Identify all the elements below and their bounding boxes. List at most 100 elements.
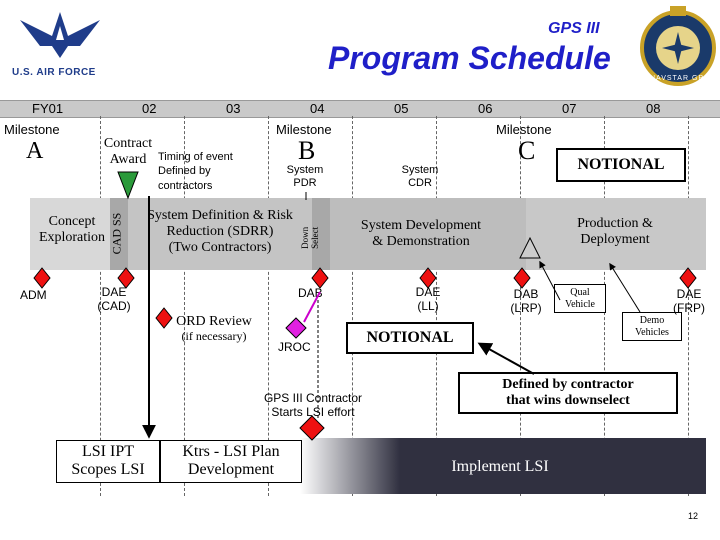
down-select-phase <box>312 198 330 270</box>
page-title: Program Schedule <box>328 40 611 76</box>
ktrs-lsi-plan: Ktrs - LSI Plan Development <box>160 440 302 483</box>
ktrs-line1: Ktrs - LSI Plan <box>182 443 280 460</box>
year-04: 04 <box>310 101 325 116</box>
milestone-b-label: Milestone <box>276 122 332 137</box>
lsi-ipt-line2: Scopes LSI <box>71 461 145 479</box>
qual-arrow <box>539 260 561 301</box>
timing-line2: Defined by <box>158 165 211 178</box>
timing-line3: contractors <box>158 179 213 192</box>
subtitle: GPS III <box>548 20 600 37</box>
contract-award-triangle-icon <box>117 171 139 200</box>
system-cdr: System CDR <box>392 164 448 189</box>
system-pdr-line2: PDR <box>293 176 317 189</box>
milestone-c: C <box>518 136 536 165</box>
grid-line <box>688 116 689 496</box>
lsi-ipt: LSI IPT Scopes LSI <box>56 440 160 483</box>
cad-ss-phase <box>110 198 128 270</box>
ord-line1: ORD Review <box>176 314 252 329</box>
ord-diamond-icon <box>155 307 173 329</box>
dae-cad-line2: (CAD) <box>97 298 131 313</box>
gps-contractor-line2: Starts LSI effort <box>271 404 355 419</box>
jroc-to-dab-arrow <box>303 291 321 323</box>
demo-line2: Vehicles <box>635 326 669 338</box>
concept-exploration-phase <box>30 198 110 270</box>
lsi-start-diamond-icon <box>299 415 325 441</box>
qual-line2: Vehicle <box>565 298 595 310</box>
timing-note: Timing of event Defined by contractors <box>158 150 233 193</box>
jroc: JROC <box>278 340 311 354</box>
adm-diamond-icon <box>33 267 51 289</box>
sdrr-line3: (Two Contractors) <box>168 240 272 256</box>
defined-by-contractor-box: Defined by contractor that wins downsele… <box>458 372 678 415</box>
dab-diamond-icon <box>311 267 329 289</box>
concept-line2: Exploration <box>38 230 106 246</box>
adm: ADM <box>20 288 47 302</box>
lsi-ipt-line1: LSI IPT <box>82 443 134 460</box>
contract-award-line2: Award <box>109 152 147 168</box>
gps-contractor-note: GPS III Contractor Starts LSI effort <box>240 391 386 420</box>
sdrr-line1: System Definition & Risk <box>147 208 293 223</box>
notional-mid-box: NOTIONAL <box>346 322 474 354</box>
system-pdr: System PDR <box>278 164 332 189</box>
gps-patch-icon <box>640 6 716 86</box>
concept-label: Concept Exploration <box>30 214 114 246</box>
sdrr-label: System Definition & Risk Reduction (SDRR… <box>128 208 312 256</box>
gps-contractor-line1: GPS III Contractor <box>263 391 363 405</box>
dae-cad-line1: DAE <box>101 285 127 299</box>
sdrr-phase <box>128 198 312 270</box>
demo-arrow <box>609 262 641 313</box>
ord-review: ORD Review (if necessary) <box>164 314 264 344</box>
dae-frp-line1: DAE <box>676 287 702 301</box>
dae-frp-line2: (FRP) <box>673 300 705 315</box>
grid-line <box>100 116 101 496</box>
dab-lrp-line2: (LRP) <box>510 300 542 315</box>
sdd-line2: & Demonstration <box>372 234 470 250</box>
grid-line <box>184 116 185 496</box>
sdrr-line2: Reduction (SDRR) <box>166 224 274 240</box>
page-number: 12 <box>688 511 699 521</box>
af-logo <box>10 6 110 78</box>
implement-lsi: Implement LSI <box>451 458 549 475</box>
ord-line2: (if necessary) <box>181 329 247 344</box>
defined-arrow <box>477 342 535 375</box>
dab-lrp-line1: DAB <box>513 287 539 301</box>
qual-line1: Qual <box>570 287 590 298</box>
grid-line <box>268 116 269 496</box>
demo-vehicles-box: Demo Vehicles <box>622 312 682 341</box>
dab-lrp: DAB (LRP) <box>504 287 548 316</box>
dae-cad-diamond-icon <box>117 267 135 289</box>
milestone-b: B <box>298 136 316 165</box>
air-force-wings-icon <box>20 12 100 58</box>
concept-line1: Concept <box>48 214 96 229</box>
year-03: 03 <box>226 101 241 116</box>
dae-ll-line2: (LL) <box>417 298 439 313</box>
ktrs-line2: Development <box>187 461 275 479</box>
grid-line <box>520 116 521 496</box>
lsi-bar-fade <box>300 438 400 494</box>
demo-line1: Demo <box>639 315 665 326</box>
sdd-label: System Development & Demonstration <box>336 218 506 250</box>
dae-ll: DAE (LL) <box>406 285 450 314</box>
fy-header-bar <box>0 100 720 118</box>
sdd-line1: System Development <box>360 218 482 233</box>
production-line2: Deployment <box>580 232 650 248</box>
milestone-a-label: Milestone <box>4 122 60 137</box>
grid-line <box>436 116 437 496</box>
patch-text: NAVSTAR GPS <box>650 75 710 82</box>
gps-patch <box>640 4 716 90</box>
dae-frp-diamond-icon <box>679 267 697 289</box>
contract-award-line1: Contract <box>103 136 153 151</box>
system-pdr-line1: System <box>286 164 324 176</box>
year-08: 08 <box>646 101 661 116</box>
year-05: 05 <box>394 101 409 116</box>
year-07: 07 <box>562 101 577 116</box>
dae-ll-line1: DAE <box>415 285 441 299</box>
dae-frp: DAE (FRP) <box>666 287 712 316</box>
contract-award: Contract Award <box>92 136 164 168</box>
dae-ll-diamond-icon <box>419 267 437 289</box>
year-fy01: FY01 <box>32 101 64 116</box>
dab-lrp-diamond-icon <box>513 267 531 289</box>
notional-top-box: NOTIONAL <box>556 148 686 182</box>
year-02: 02 <box>142 101 157 116</box>
